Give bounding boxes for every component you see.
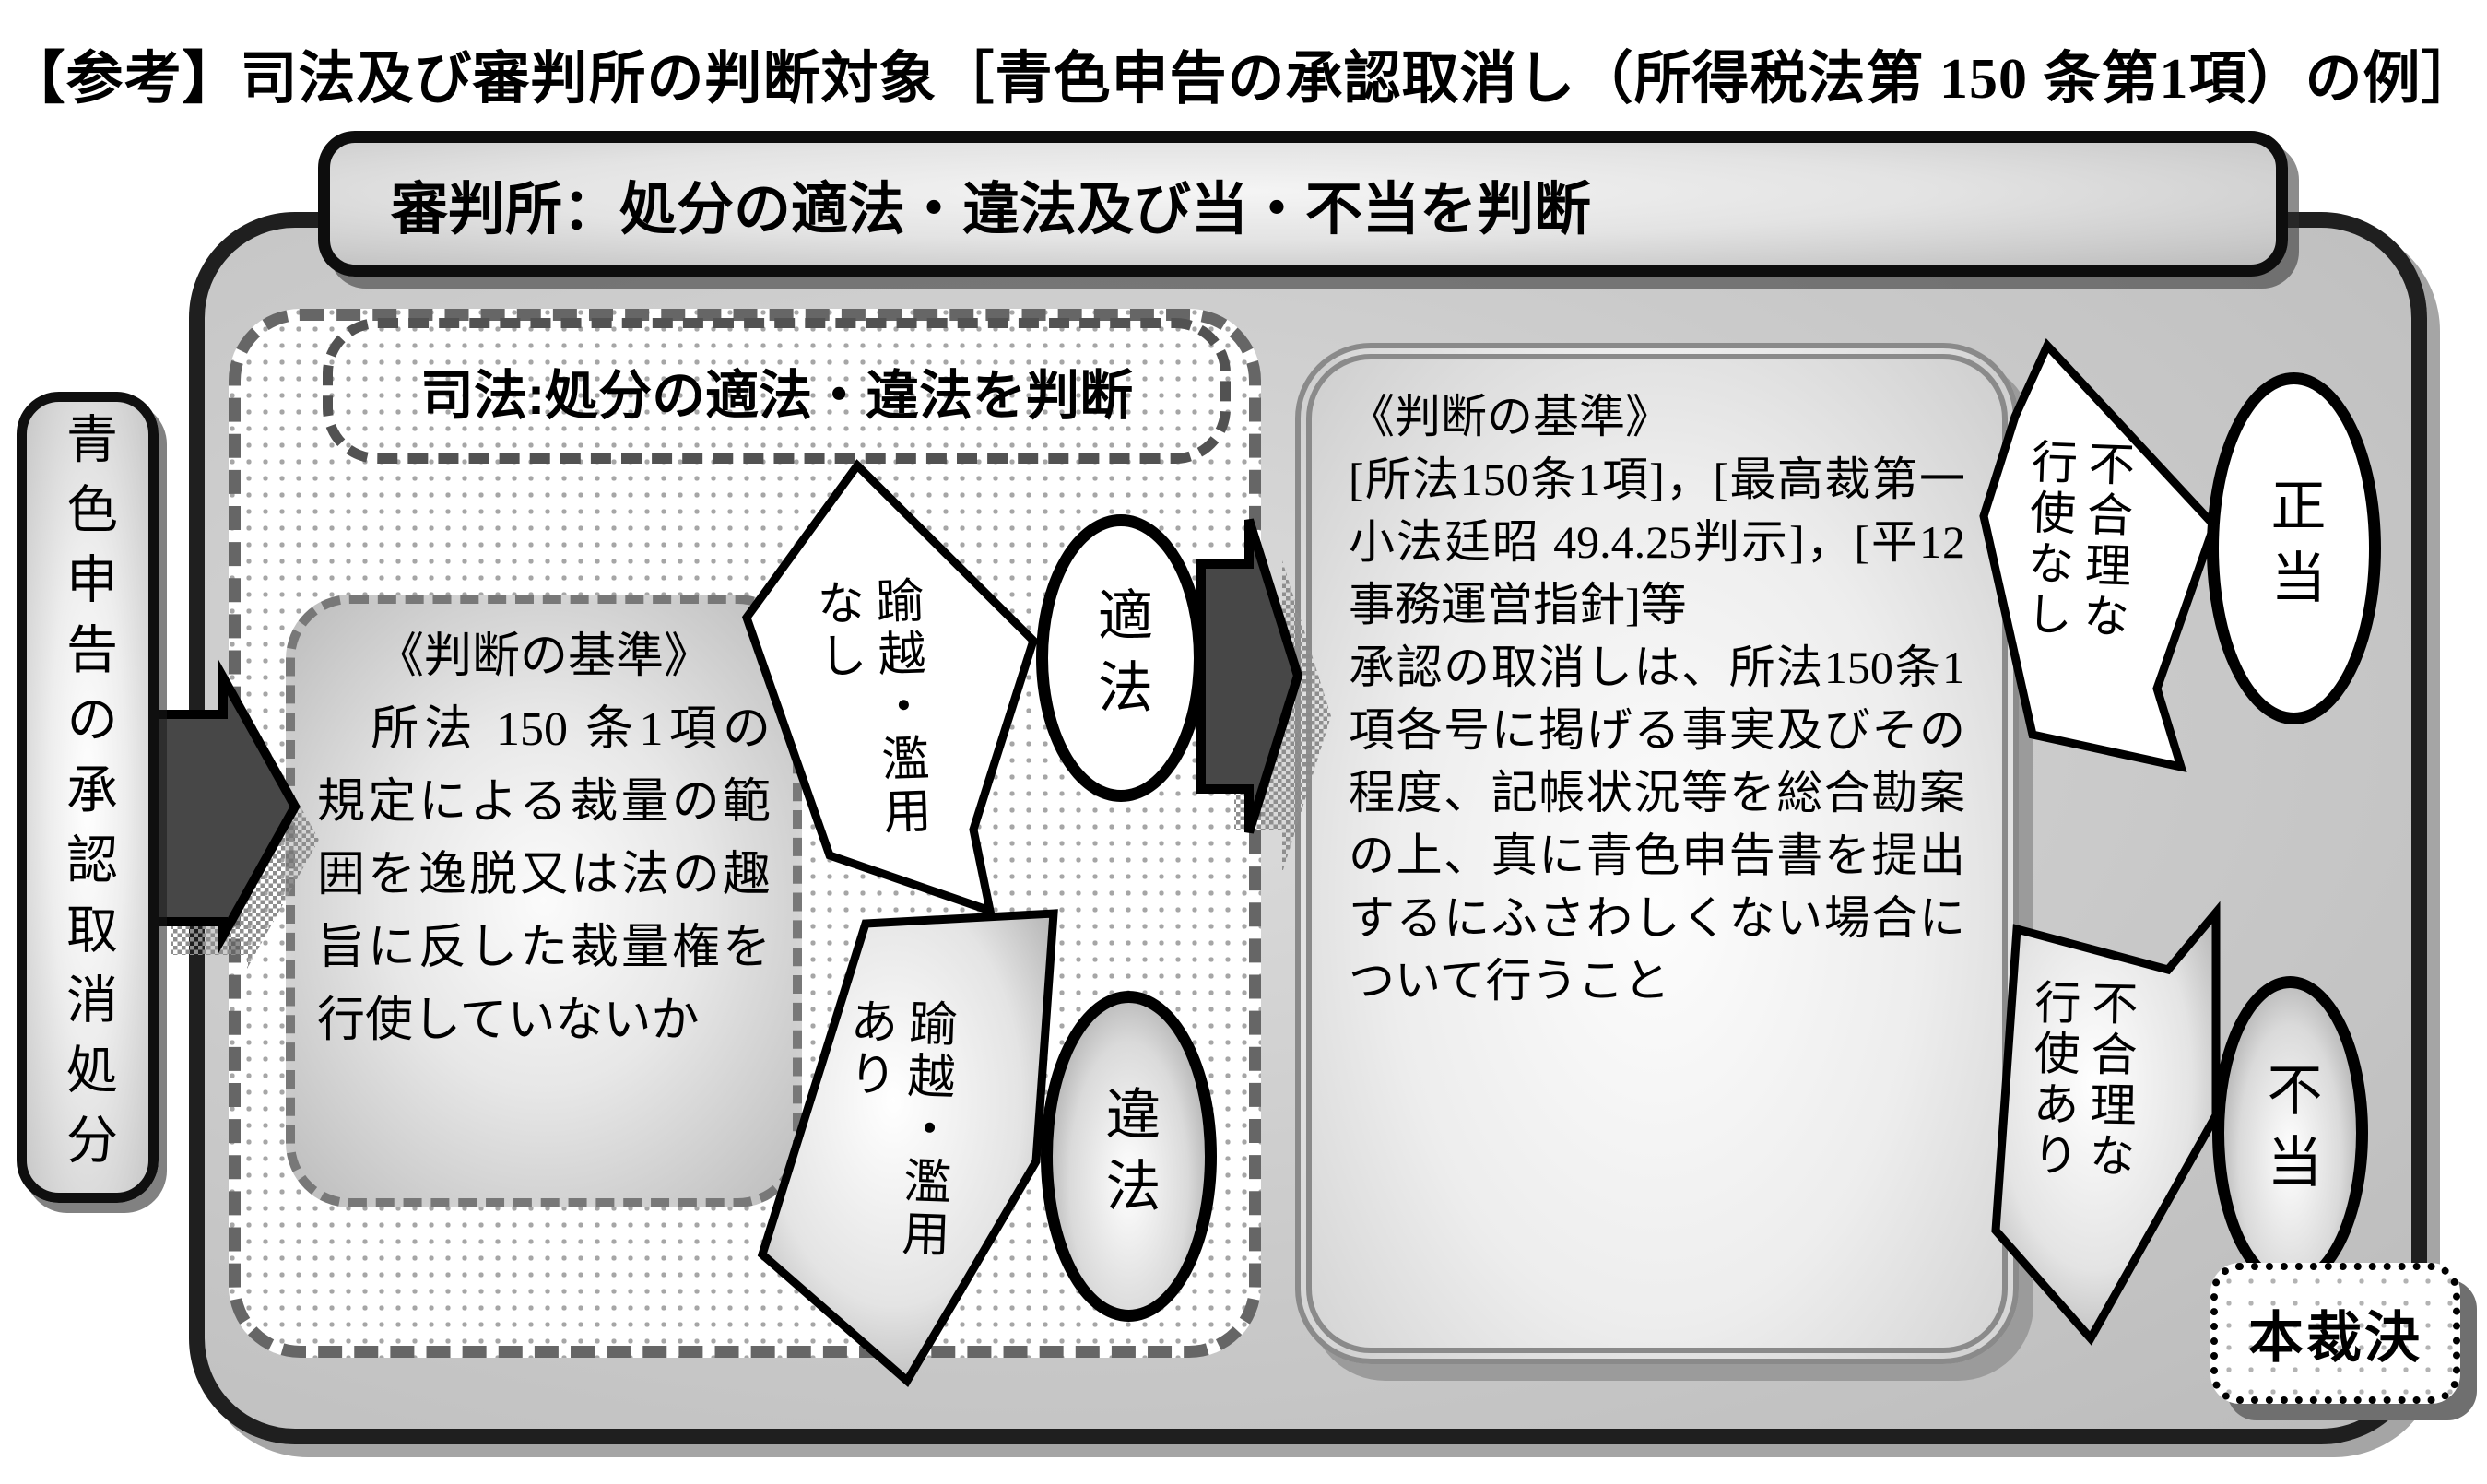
branch-arrow-unreasonable-none [1979,337,2220,773]
condition-text: 踰越・濫用 [893,997,955,1263]
condition-label-excess-none: 踰越・濫用 なし [805,575,932,842]
judicial-criteria-heading: 《判断の基準》 [375,630,712,683]
tribunal-criteria-body: 承認の取消しは、所法150条1項各号に掲げる事実及びその程度、記帳状況等を総合勘… [1349,642,1965,1007]
decision-box-label: 本裁決 [2248,1307,2422,1369]
decision-box: 本裁決 [2210,1263,2460,1404]
tribunal-criteria-sources: [所法150条1項]，[最高裁第一小法廷昭 49.4.25判示]，[平12事務運… [1349,453,1965,630]
tribunal-criteria-heading: 《判断の基準》 [1349,391,1671,442]
condition-text: 行使なし [2019,437,2078,642]
result-ellipse-illegal: 違法 [1041,991,1217,1322]
flow-arrow-source [143,659,301,954]
flow-arrow-mid [1196,518,1303,834]
page-title: 【参考】司法及び審判所の判断対象［青色申告の承認取消し（所得税法第 150 条第… [7,48,2480,111]
judicial-criteria-body: 所法 150 条1項の規定による裁量の範囲を逸脱又は法の趣旨に反した裁量権を行使… [317,703,771,1047]
condition-text: あり [840,995,896,1102]
condition-text: 行使あり [2025,977,2080,1182]
condition-label-excess-yes: 踰越・濫用 あり [831,995,958,1262]
branch-arrow-excess-yes [757,909,1058,1387]
source-disposition-label: 青色申告の承認取消処分 [58,412,116,1183]
judicial-header: 司法:処分の適法・違法を判断 [323,318,1231,464]
condition-text: 不合理な [2076,439,2135,643]
result-label: 正当 [2263,477,2324,620]
condition-text: 踰越・濫用 [867,574,929,840]
source-disposition-box: 青色申告の承認取消処分 [17,392,159,1203]
tribunal-banner-label: 審判所：処分の適法・違法及び当・不当を判断 [391,178,1592,241]
result-label: 不当 [2259,1061,2320,1205]
condition-label-unreasonable-none: 不合理な 行使なし [2016,437,2138,643]
judicial-header-label: 司法:処分の適法・違法を判断 [419,366,1134,426]
branch-arrow-excess-none [741,459,1039,917]
condition-text: なし [808,577,866,685]
result-ellipse-proper: 正当 [2207,372,2381,724]
tribunal-criteria-box: 《判断の基準》 [所法150条1項]，[最高裁第一小法廷昭 49.4.25判示]… [1295,343,2019,1364]
condition-text: 不合理な [2082,979,2138,1184]
result-label: 違法 [1098,1084,1159,1229]
result-label: 適法 [1090,586,1151,730]
judicial-criteria-box: 《判断の基準》 所法 150 条1項の規定による裁量の範囲を逸脱又は法の趣旨に反… [286,595,802,1207]
condition-label-unreasonable-yes: 不合理な 行使あり [2022,978,2140,1183]
tribunal-banner: 審判所：処分の適法・違法及び当・不当を判断 [318,131,2288,277]
result-ellipse-improper: 不当 [2212,976,2368,1290]
result-ellipse-legal: 適法 [1036,514,1206,802]
